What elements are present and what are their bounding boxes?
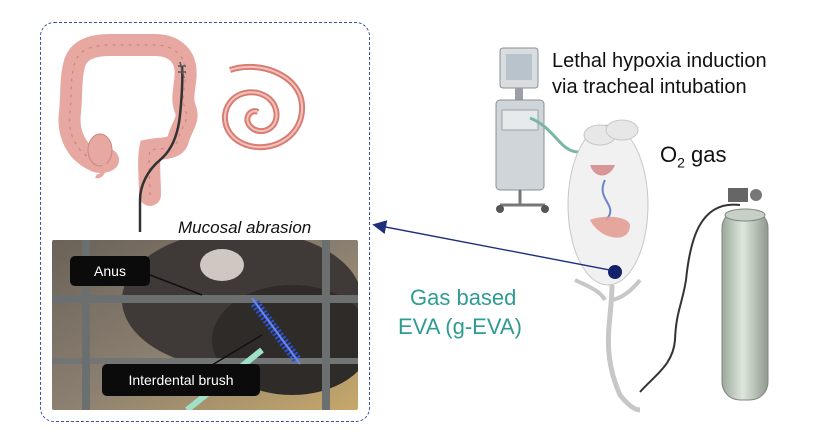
ventilator-illustration	[495, 47, 623, 213]
o2-suffix: gas	[684, 142, 727, 167]
gas-based-label: Gas based	[410, 285, 517, 310]
o2-tank-illustration	[639, 188, 769, 401]
o2-main: O	[660, 142, 678, 167]
interdental-brush-label: Interdental brush	[102, 364, 260, 396]
o2-subscript: 2	[677, 154, 685, 171]
lethal-hypoxia-line1: Lethal hypoxia induction	[552, 50, 767, 72]
geva-label: EVA (g-EVA)	[398, 314, 522, 339]
interdental-brush-label-text: Interdental brush	[128, 372, 234, 388]
flow-arrow	[372, 220, 611, 271]
procedure-panel	[40, 22, 370, 422]
mucosal-abrasion-label: Mucosal abrasion	[178, 218, 312, 237]
colon-illustration	[58, 34, 198, 232]
anus-label-text: Anus	[94, 263, 126, 279]
o2-gas-label: O2 gas	[660, 142, 727, 170]
anus-label: Anus	[70, 256, 150, 286]
lethal-hypoxia-line2: via tracheal intubation	[552, 76, 747, 98]
mouse-illustration	[567, 119, 649, 413]
